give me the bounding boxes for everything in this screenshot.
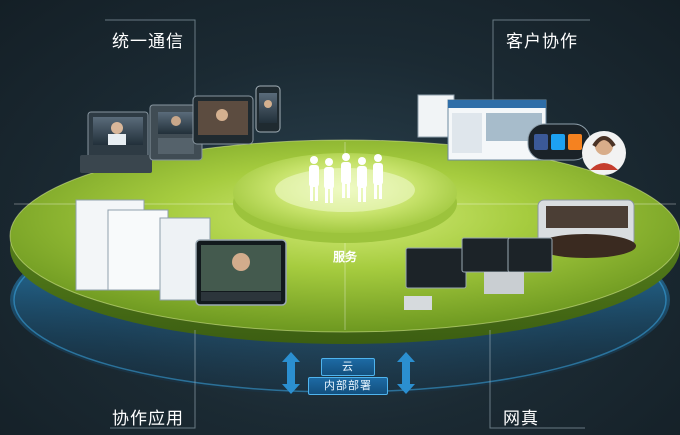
label-customer-collaboration: 客户协作 (506, 32, 578, 52)
people-silhouettes (309, 153, 383, 203)
video-tablet (195, 239, 287, 306)
label-on-premise: 内部部署 (308, 377, 388, 395)
left-double-arrow (282, 352, 300, 394)
smartphone-device (255, 85, 281, 133)
ip-phone-device (149, 104, 203, 161)
label-services: 服务 (333, 250, 358, 264)
agent-avatar (582, 131, 626, 175)
telepresence-room (536, 199, 636, 258)
label-telepresence: 网真 (503, 409, 539, 429)
disc-rim (9, 139, 680, 333)
app-windows (75, 199, 211, 301)
right-double-arrow (397, 352, 415, 394)
label-collaboration-applications: 协作应用 (112, 409, 184, 429)
frame-bottom-left (110, 330, 196, 429)
tablet-device (192, 95, 254, 145)
label-unified-communications: 统一通信 (112, 32, 184, 52)
frame-bottom-right (489, 330, 585, 429)
video-phone-device (80, 111, 152, 173)
label-cloud: 云 (321, 358, 375, 376)
social-bar (527, 123, 591, 161)
telepresence-screens (404, 237, 553, 310)
